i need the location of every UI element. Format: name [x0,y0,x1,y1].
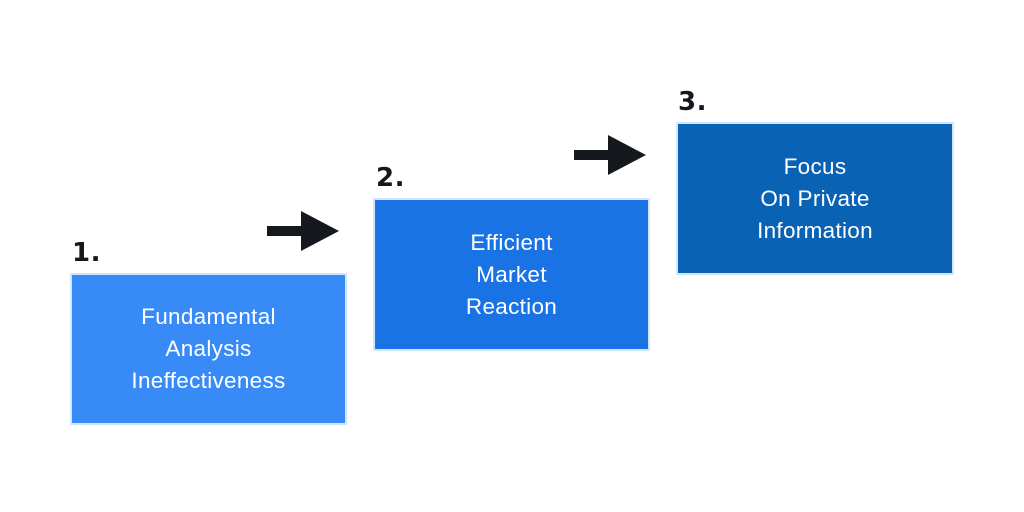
step-2-line-2: Market [476,261,547,287]
step-2-number: 2. [376,163,405,193]
arrow-step1-to-step2 [267,211,339,251]
right-arrow-icon [267,211,339,251]
step-1-line-2: Analysis [165,336,252,361]
arrow-step2-to-step3 [574,135,646,175]
step-1-line-1: Fundamental [141,304,276,329]
step-1-box: Fundamental Analysis Ineffectiveness [72,275,345,423]
step-3-number: 3. [678,87,707,117]
right-arrow-icon [574,135,646,175]
step-2-box: Efficient Market Reaction [375,200,648,349]
step-2-label: Efficient Market Reaction [466,227,557,323]
step-3-box: Focus On Private Information [678,124,952,273]
step-3-line-2: On Private [760,185,870,211]
step-2-line-1: Efficient [470,229,553,255]
step-1-line-3: Ineffectiveness [131,368,286,393]
step-2-line-3: Reaction [465,293,558,319]
step-1-label: Fundamental Analysis Ineffectiveness [131,301,285,397]
step-1-number: 1. [72,238,101,268]
step-3-line-3: Information [757,217,873,243]
step-3-line-1: Focus [783,153,847,179]
step-3-label: Focus On Private Information [757,151,873,247]
